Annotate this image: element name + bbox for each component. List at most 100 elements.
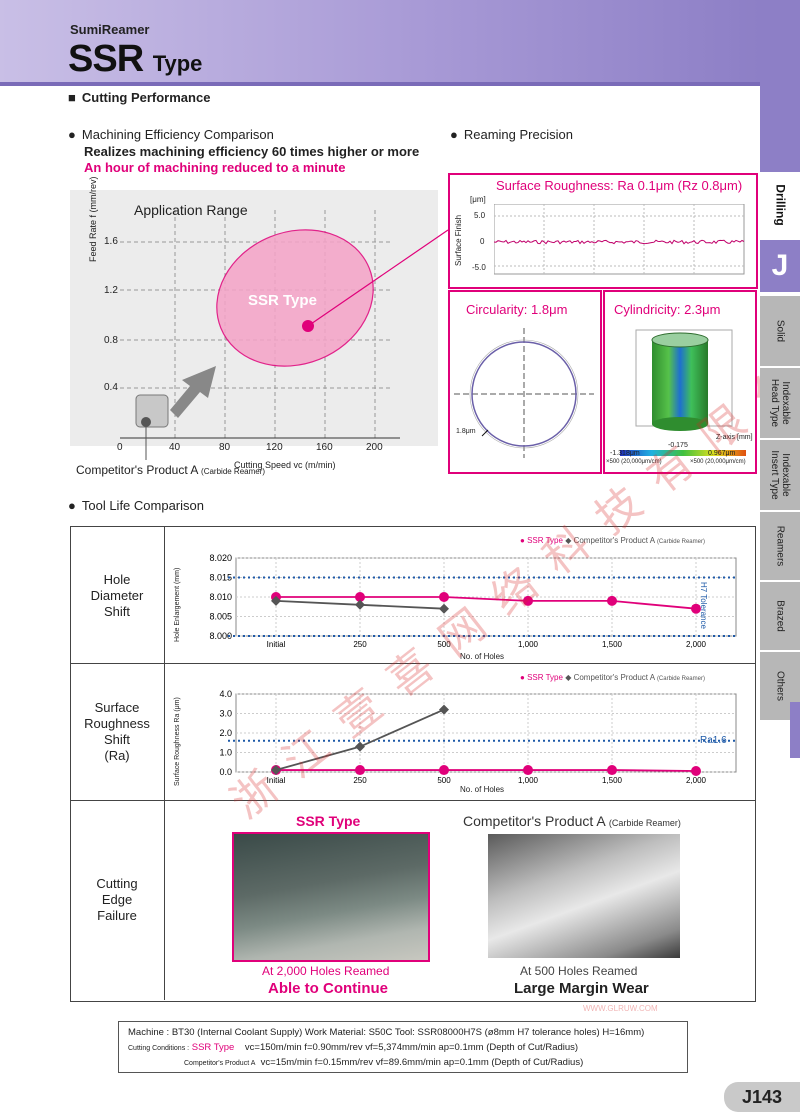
machining-line1: Realizes machining efficiency 60 times h…: [84, 144, 420, 159]
roughness-trace: [494, 204, 745, 275]
tab-drilling[interactable]: Drilling: [760, 172, 800, 240]
ssr-point: [523, 595, 533, 606]
x-tick-label: 500: [437, 776, 451, 785]
ra-ref-label: Ra1.6: [700, 735, 727, 746]
side-tabs: Drilling J Solid Indexable Head Type Ind…: [760, 0, 800, 1120]
tab-reamers[interactable]: Reamers: [760, 512, 800, 582]
machining-line2: An hour of machining reduced to a minute: [84, 160, 346, 175]
scale-mid: -0.175: [668, 442, 688, 449]
competitor-point: [439, 704, 449, 715]
comp-caption1: At 500 Holes Reamed: [520, 964, 638, 978]
row-label-edge-failure: Cutting Edge Failure: [96, 876, 138, 923]
ssr-point: [355, 765, 365, 776]
roughness-unit: [μm]: [470, 195, 486, 204]
xlabel-2: No. of Holes: [460, 785, 505, 794]
xtick: 40: [169, 442, 181, 453]
tab-solid[interactable]: Solid: [760, 296, 800, 368]
conditions-ssr: Cutting Conditions : SSR Type vc=150m/mi…: [128, 1042, 579, 1053]
ssr-ellipse-label: SSR Type: [248, 292, 317, 309]
tab-brazed[interactable]: Brazed: [760, 582, 800, 652]
y-tick-label: 0.0: [219, 767, 232, 777]
comp-edge-photo: [488, 834, 680, 958]
x-tick-label: 1,000: [518, 776, 539, 785]
application-range-label: Application Range: [134, 202, 248, 218]
conditions-line1: Machine : BT30 (Internal Coolant Supply)…: [128, 1027, 645, 1038]
ssr-caption2: Able to Continue: [268, 980, 388, 997]
ssr-point: [607, 595, 617, 606]
row-label-roughness: Surface Roughness Shift (Ra): [84, 700, 150, 763]
scale-max: 0.967μm: [708, 450, 736, 457]
y-tick-label: 8.005: [209, 612, 232, 622]
header-banner: [0, 0, 760, 86]
tab-indexable-insert[interactable]: Indexable Insert Type: [760, 440, 800, 512]
x-tick-label: 2,000: [686, 640, 707, 649]
y-tick-label: 8.010: [209, 592, 232, 602]
circularity-plot: [454, 328, 594, 458]
ytick: 0.8: [104, 335, 118, 346]
x-tick-label: 1,500: [602, 776, 623, 785]
ytick: 0: [480, 237, 485, 246]
xtick: 0: [117, 442, 123, 453]
ytick: 0.4: [104, 382, 118, 393]
ssr-point: [691, 766, 701, 777]
xtick: 80: [219, 442, 231, 453]
y-tick-label: 8.015: [209, 573, 232, 583]
competitor-point: [439, 603, 449, 614]
tab-indexable-head[interactable]: Indexable Head Type: [760, 368, 800, 440]
ytick: 1.6: [104, 236, 118, 247]
tolerance-label: H7 Tolerance: [699, 582, 708, 629]
competitor-point: [271, 595, 281, 606]
y-tick-label: 4.0: [219, 689, 232, 699]
circularity-panel: [448, 290, 602, 474]
competitor-point: [355, 599, 365, 610]
legend-1: ● SSR Type ◆ Competitor's Product A (Car…: [520, 536, 705, 545]
circularity-scale: 1.8μm: [456, 428, 476, 435]
scale-max-note: ×500 (20,000μm/cm): [690, 459, 746, 465]
x-tick-label: Initial: [267, 640, 286, 649]
cylindricity-panel: [603, 290, 757, 474]
tool-life-heading: Tool Life Comparison: [68, 498, 204, 513]
cylindricity-title: Cylindricity: 2.3μm: [614, 302, 721, 317]
series-line-ssr: [276, 596, 697, 610]
tab-top: [760, 0, 800, 174]
cutting-speed-label: Cutting Speed vc (m/min): [234, 460, 336, 470]
y-tick-label: 8.000: [209, 631, 232, 641]
y-tick-label: 1.0: [219, 748, 232, 758]
watermark-url: WWW.GLRUW.COM: [583, 1004, 658, 1013]
xlabel-1: No. of Holes: [460, 652, 505, 661]
tab-j[interactable]: J: [760, 240, 800, 292]
brand-name: SumiReamer: [70, 22, 150, 37]
series-line-ssr: [276, 769, 697, 772]
machining-heading: Machining Efficiency Comparison: [68, 127, 274, 142]
hole-ylabel: Hole Enlargement (mm): [174, 567, 181, 642]
table-divider: [164, 526, 165, 1000]
tool-life-table: [70, 526, 756, 1002]
ssr-point: [439, 765, 449, 776]
row-label-hole-diameter: Hole Diameter Shift: [90, 572, 144, 619]
x-tick-label: 250: [353, 776, 367, 785]
y-tick-label: 8.020: [209, 553, 232, 563]
circularity-title: Circularity: 1.8μm: [466, 302, 568, 317]
roughness-ylabel: Surface Roughness Ra (μm): [174, 697, 181, 786]
x-tick-label: 500: [437, 640, 451, 649]
competitor-label: Competitor's Product A (Carbide Reamer): [76, 463, 266, 477]
title-sub: Type: [152, 51, 203, 76]
x-tick-label: 1,500: [602, 640, 623, 649]
page-number: J143: [724, 1082, 800, 1112]
ssr-caption1: At 2,000 Holes Reamed: [262, 964, 390, 978]
y-tick-label: 3.0: [219, 709, 232, 719]
scale-min-note: ×500 (20,000μm/cm): [606, 459, 662, 465]
competitor-point: [355, 741, 365, 752]
roughness-title: Surface Roughness: Ra 0.1μm (Rz 0.8μm): [496, 178, 743, 193]
legend-2: ● SSR Type ◆ Competitor's Product A (Car…: [520, 673, 705, 682]
competitor-point: [271, 765, 281, 776]
conditions-box: [118, 1021, 688, 1073]
roughness-panel: [448, 173, 758, 289]
y-tick-label: 2.0: [219, 728, 232, 738]
xtick: 200: [366, 442, 383, 453]
x-tick-label: Initial: [267, 776, 286, 785]
scale-min: -1.318μm: [610, 450, 640, 457]
section-title: Cutting Performance: [68, 90, 211, 105]
